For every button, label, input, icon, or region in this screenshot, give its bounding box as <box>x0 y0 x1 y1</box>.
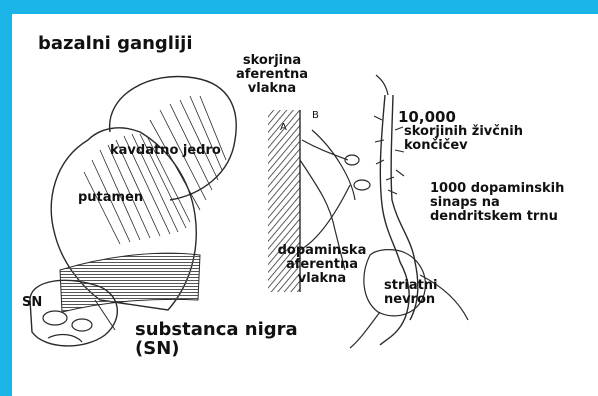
afferent-fiber-2 <box>299 159 346 271</box>
striatal-line2: nevron <box>384 292 436 308</box>
terminal-1 <box>344 154 360 166</box>
endings-line1: 10,000 <box>398 108 456 126</box>
endings-line3: končičev <box>404 138 468 154</box>
sn-blob-2 <box>71 318 93 332</box>
substantia-nigra-line2: (SN) <box>135 338 180 360</box>
letter-b: B <box>312 110 319 121</box>
synapses-line1: 1000 dopaminskih <box>430 181 565 196</box>
endings-line2: skorjinih živčnih <box>404 124 523 140</box>
soma <box>363 249 426 317</box>
dopamine-afferent-label: dopaminska aferentna vlakna <box>276 243 368 287</box>
dopamine-line2: aferentna <box>286 257 358 273</box>
cortical-strip <box>268 110 300 292</box>
afferent-fiber-3 <box>311 129 356 201</box>
dendrite-right <box>419 274 469 321</box>
caudate-label: kavdatno jedro <box>110 143 221 158</box>
substantia-nigra-line1: substanca nigra <box>135 319 298 340</box>
afferent-fiber-4 <box>299 184 351 251</box>
sn-link <box>94 299 116 331</box>
neuron-drawing <box>268 74 469 349</box>
sn-blob-3 <box>47 333 83 343</box>
sn-blob-1 <box>42 310 68 326</box>
diagram-title: bazalni gangliji <box>38 33 193 54</box>
striatal-line1: striatni <box>384 278 438 293</box>
synapses-line2: sinaps na <box>430 195 500 211</box>
dopamine-line3: vlakna <box>297 271 347 287</box>
letter-a: A <box>280 122 287 133</box>
synapses-line3: dendritskem trnu <box>430 209 558 225</box>
dopamine-line1: dopaminska <box>277 243 367 258</box>
cortical-line2: aferentna <box>236 67 308 83</box>
putamen-striations <box>83 95 227 245</box>
fiber-bundle <box>59 252 201 313</box>
dendrite-lower <box>349 311 381 349</box>
cortical-line1: skorjina <box>242 53 302 68</box>
white-panel <box>12 14 598 396</box>
substantia-nigra-label: substanca nigra (SN) <box>135 320 298 359</box>
cortical-line3: vlakna <box>247 81 297 97</box>
cortical-endings-label: 10,000 skorjinih živčnih končičev <box>398 109 523 153</box>
spines <box>373 115 405 195</box>
cortical-afferent-label: skorjina aferentna vlakna <box>236 53 308 97</box>
dendrite-main <box>379 94 410 346</box>
dendrite-top <box>375 74 389 96</box>
striatal-neuron-label: striatni nevron <box>384 278 438 308</box>
terminal-2 <box>353 179 371 191</box>
caudate-outline <box>109 75 237 201</box>
sn-label: SN <box>22 295 43 310</box>
dendrite-main-2 <box>390 94 419 321</box>
putamen-label: putamen <box>78 190 144 205</box>
dopamine-synapses-label: 1000 dopaminskih sinaps na dendritskem t… <box>430 181 565 225</box>
sn-outline <box>29 279 118 347</box>
basal-ganglia-drawing <box>29 75 237 347</box>
